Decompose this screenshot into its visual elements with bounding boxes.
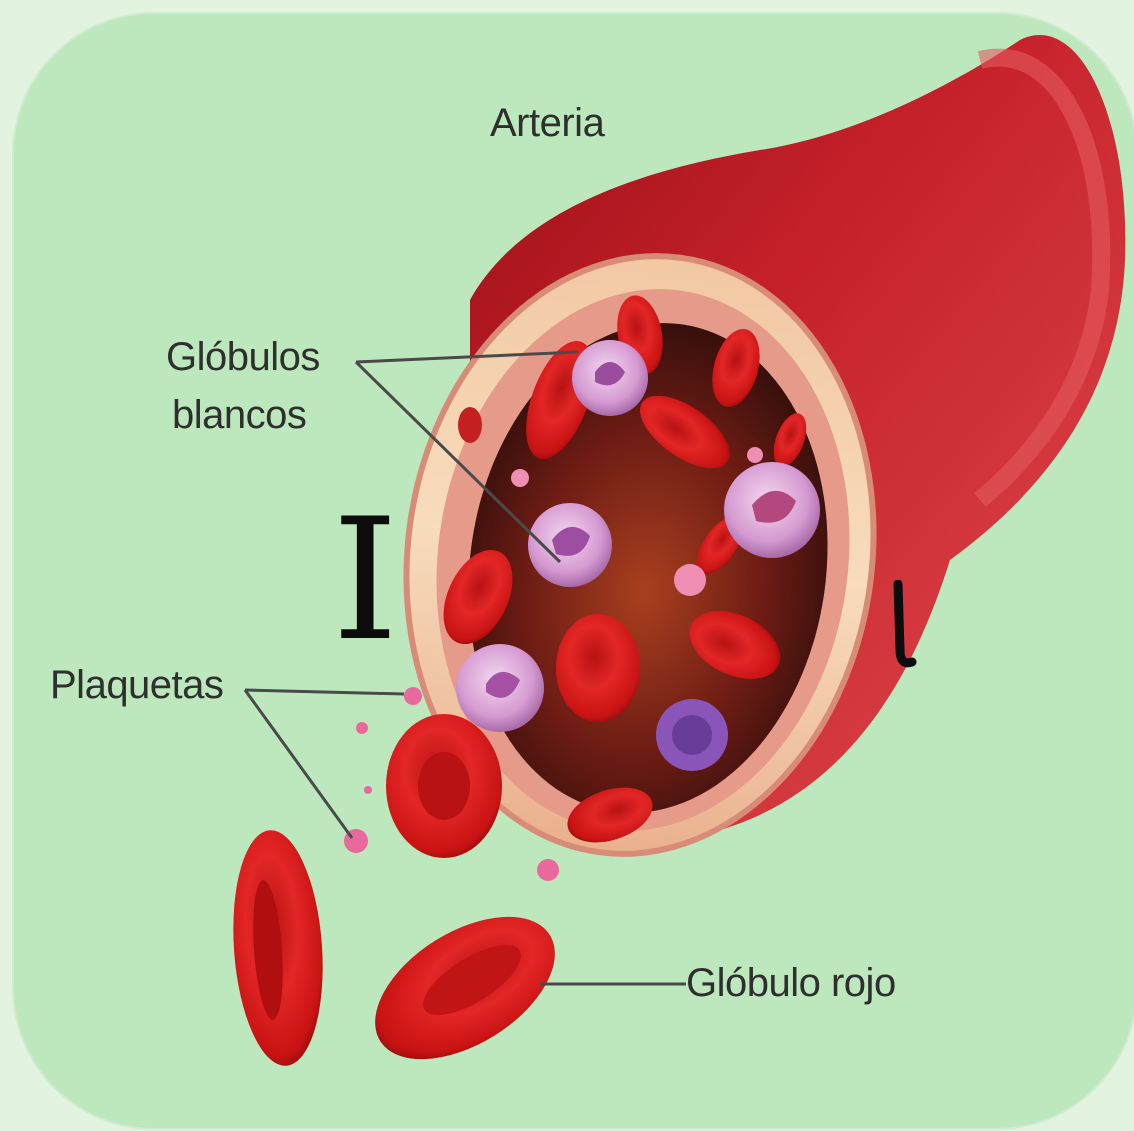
diagram-panel: Arteria Glóbulos blancos Plaquetas Glóbu…: [14, 14, 1134, 1128]
overlay-title-fragment: I: [332, 496, 398, 664]
overlay-title-glyph-tail: [890, 580, 920, 670]
artery-illustration: [14, 14, 1134, 1128]
label-arteria: Arteria: [490, 100, 604, 146]
label-plaquetas: Plaquetas: [50, 662, 223, 708]
label-globulos-blancos-line2: blancos: [172, 392, 306, 438]
label-globulo-rojo: Glóbulo rojo: [686, 960, 896, 1006]
label-globulos-blancos-line1: Glóbulos: [166, 334, 320, 380]
